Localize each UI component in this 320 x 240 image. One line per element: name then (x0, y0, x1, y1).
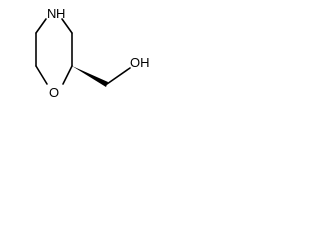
bond-c3-n4 (61, 18, 73, 34)
bond-n4-c5 (35, 18, 47, 34)
atom-label-nitrogen: N (47, 6, 56, 21)
bond-o1-c2 (62, 65, 73, 85)
atom-label-ring-oxygen: O (49, 85, 59, 100)
bond-ch2-oh (106, 67, 131, 85)
wedge-bond-c2-ch2 (72, 66, 108, 87)
bond-c6-o1 (35, 65, 48, 85)
atom-label-nitrogen-hydrogen: H (56, 6, 65, 21)
molecule-structure: N H O OH (35, 6, 150, 100)
atom-label-hydroxyl: OH (130, 55, 150, 70)
